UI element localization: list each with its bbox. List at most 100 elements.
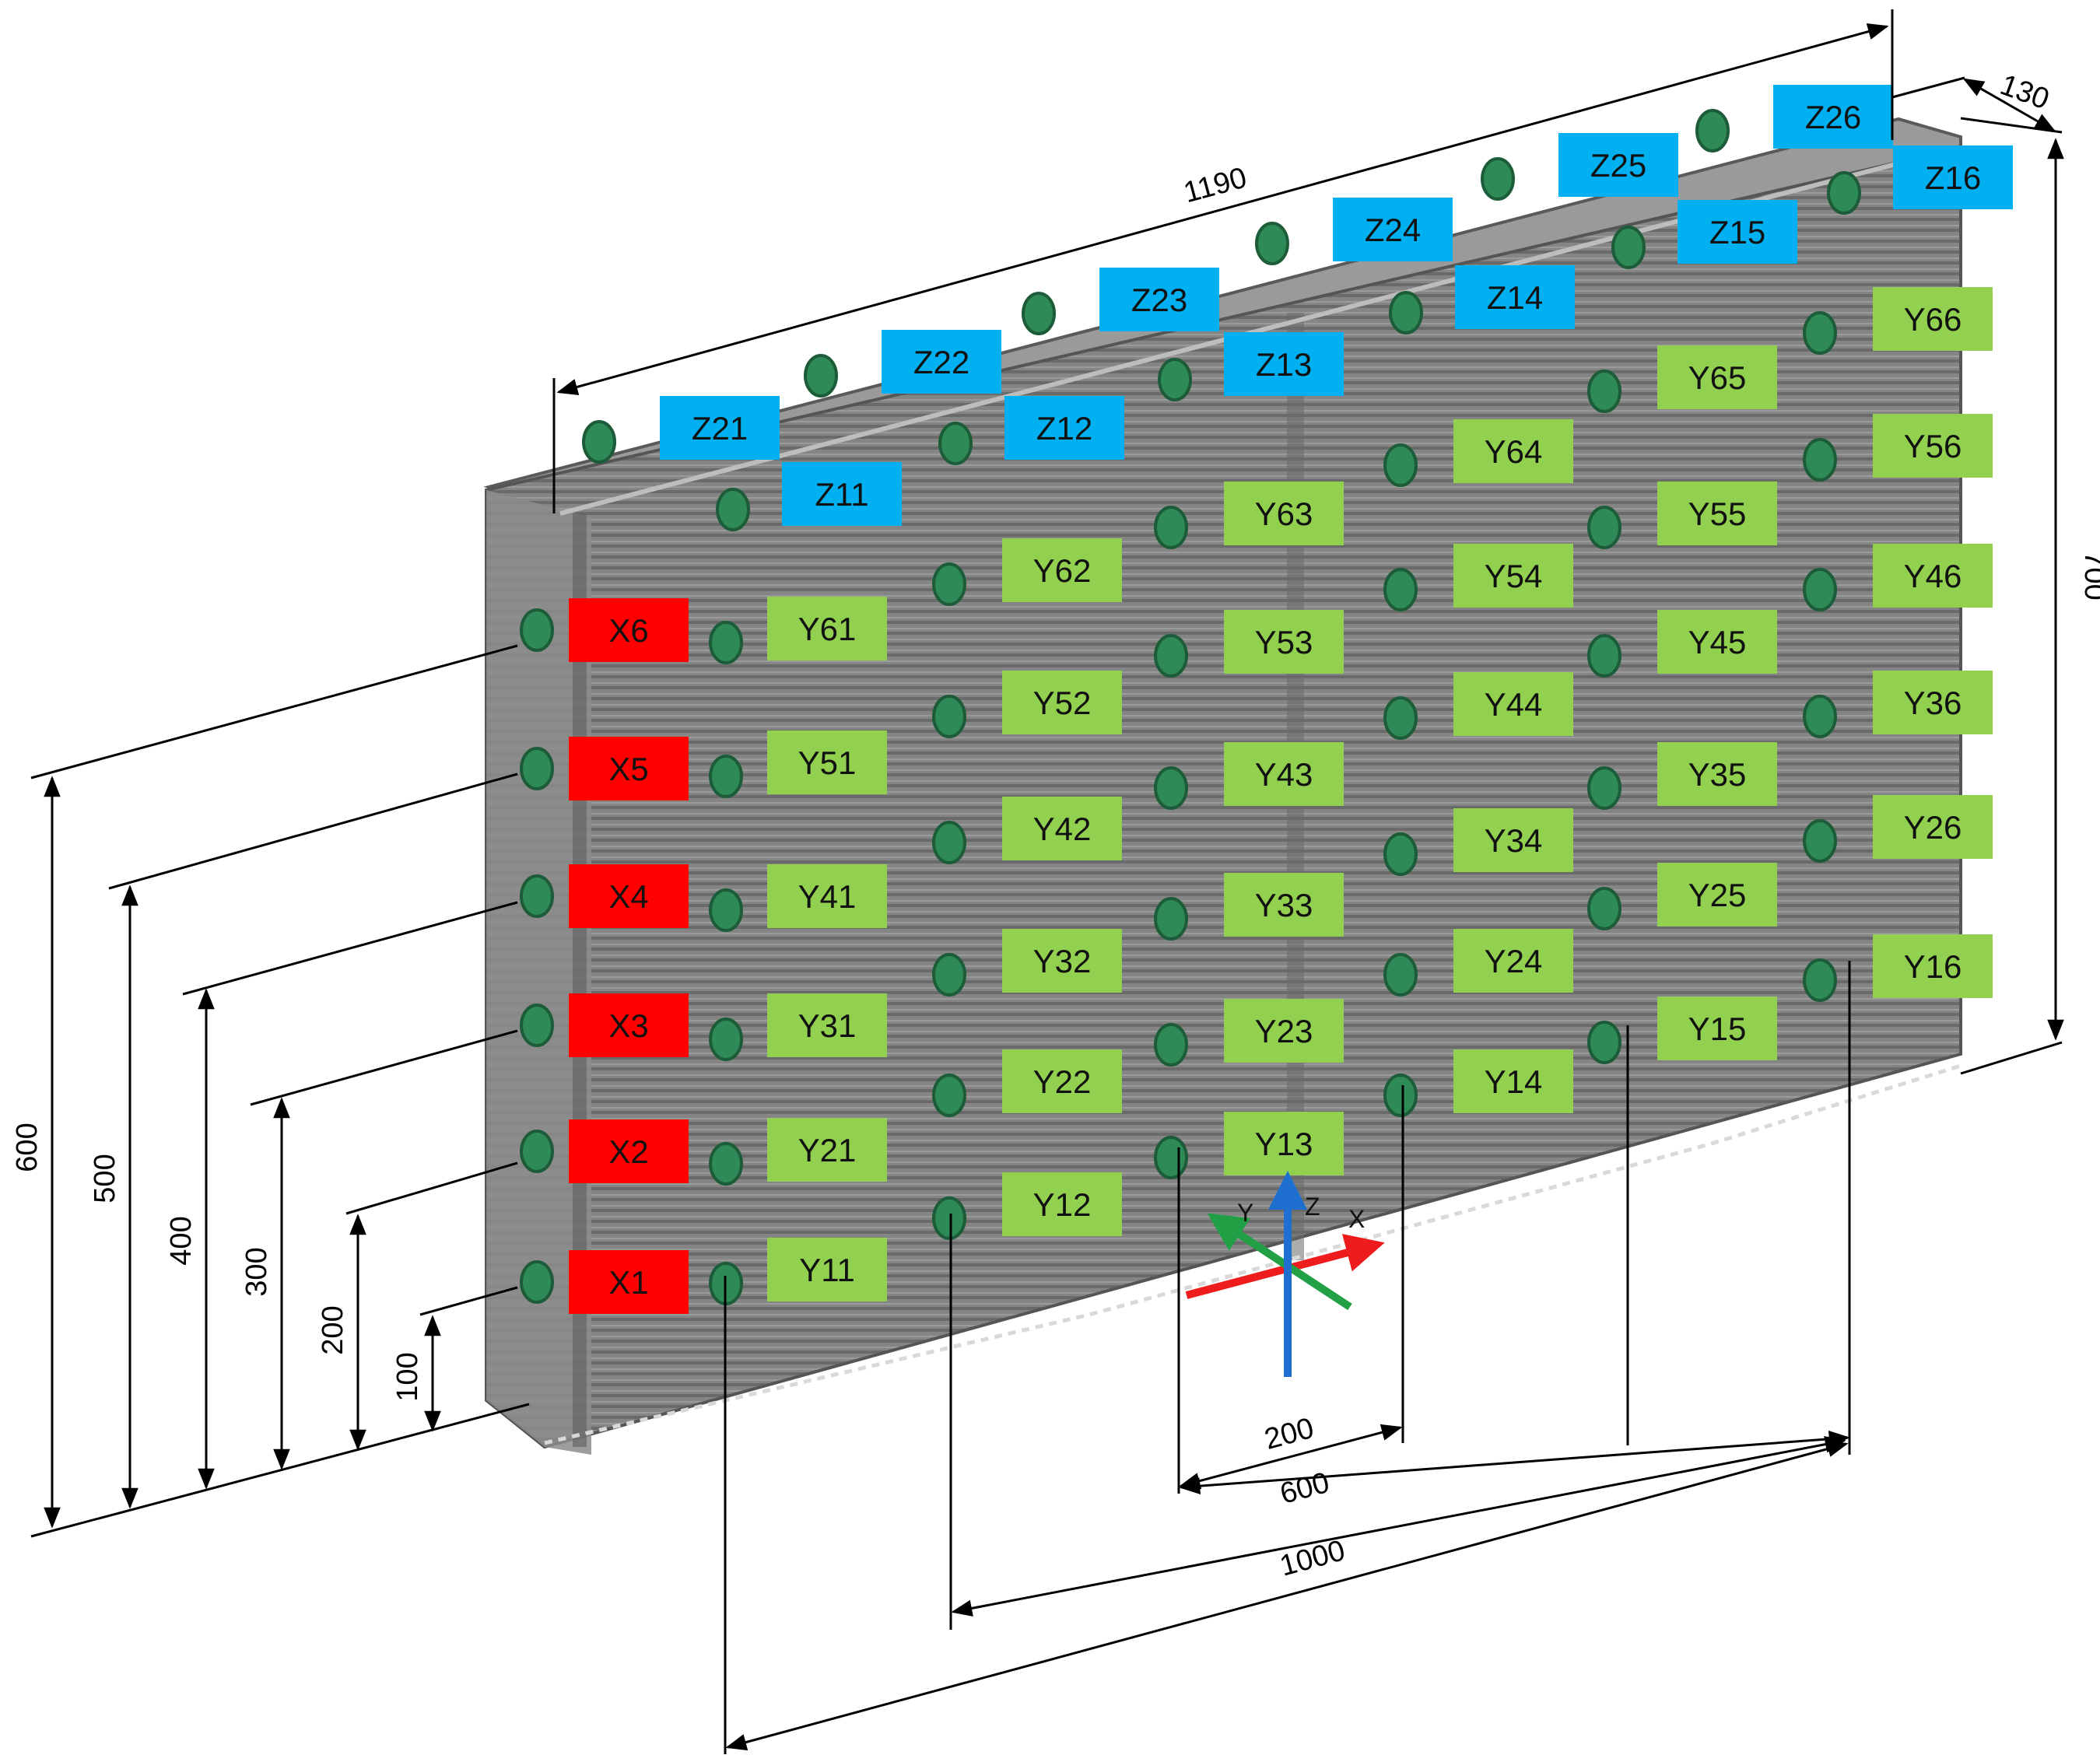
y-sensor-marker-43 bbox=[1154, 766, 1188, 810]
dim-height-500: 500 bbox=[89, 1154, 121, 1203]
z-front-marker-4 bbox=[1389, 291, 1423, 335]
y-sensor-label-33-box bbox=[1224, 873, 1344, 937]
y-sensor-label-41-text: Y41 bbox=[798, 878, 857, 915]
y-sensor-label-53: Y53 bbox=[1224, 610, 1344, 674]
y-sensor-label-44-text: Y44 bbox=[1485, 686, 1543, 723]
y-sensor-label-36-box bbox=[1873, 671, 1993, 734]
y-sensor-marker-64 bbox=[1383, 443, 1418, 487]
z-front-marker-5 bbox=[1611, 226, 1646, 269]
z-front-marker-1 bbox=[716, 488, 750, 531]
dim-bottom-1000: 1000 bbox=[1277, 1534, 1349, 1582]
x-sensor-label-6-text: X6 bbox=[608, 612, 648, 649]
z-front-label-2-box bbox=[1004, 396, 1124, 460]
z-back-marker-3 bbox=[1022, 292, 1056, 335]
y-sensor-label-15-box bbox=[1657, 997, 1777, 1060]
y-sensor-label-51-text: Y51 bbox=[798, 744, 857, 781]
dim-length-1190: 1190 bbox=[1180, 162, 1250, 210]
y-sensor-label-41: Y41 bbox=[767, 864, 887, 928]
y-sensor-label-62-text: Y62 bbox=[1033, 552, 1092, 589]
x-sensor-label-1-box bbox=[569, 1250, 689, 1314]
y-sensor-marker-23 bbox=[1154, 1023, 1188, 1067]
y-sensor-marker-65 bbox=[1587, 370, 1621, 413]
y-sensor-label-21: Y21 bbox=[767, 1118, 887, 1182]
x-sensor-label-3-box bbox=[569, 993, 689, 1057]
y-sensor-label-25: Y25 bbox=[1657, 863, 1777, 927]
z-back-label-4-text: Z24 bbox=[1365, 212, 1421, 248]
dim-height-700: 700 bbox=[2078, 551, 2100, 600]
z-back-label-5-text: Z25 bbox=[1590, 147, 1646, 184]
y-sensor-label-11-box bbox=[767, 1238, 887, 1301]
y-sensor-marker-16 bbox=[1803, 958, 1837, 1002]
x-sensor-label-5-text: X5 bbox=[608, 751, 648, 787]
y-sensor-label-41-box bbox=[767, 864, 887, 928]
x-sensor-label-3-text: X3 bbox=[608, 1007, 648, 1044]
y-sensor-label-14-box bbox=[1453, 1049, 1573, 1113]
dim-height-300: 300 bbox=[240, 1247, 273, 1296]
y-sensor-label-22-box bbox=[1002, 1049, 1122, 1113]
z-front-label-1: Z11 bbox=[782, 462, 902, 526]
axis-y-arrow bbox=[1207, 1213, 1352, 1311]
dim-height-200: 200 bbox=[317, 1305, 349, 1354]
y-sensor-label-13: Y13 bbox=[1224, 1112, 1344, 1175]
y-sensor-label-45-text: Y45 bbox=[1688, 624, 1747, 660]
z-front-label-1-text: Z11 bbox=[815, 476, 868, 513]
z-front-marker-2 bbox=[938, 422, 973, 465]
x-sensor-label-5-box bbox=[569, 737, 689, 800]
y-sensor-label-56-text: Y56 bbox=[1904, 428, 1962, 464]
y-sensor-marker-34 bbox=[1383, 832, 1418, 876]
x-sensor-label-6: X6 bbox=[569, 598, 689, 662]
y-sensor-label-25-text: Y25 bbox=[1688, 877, 1747, 913]
y-sensor-label-56: Y56 bbox=[1873, 414, 1993, 478]
dimension-labels: 1190 130 700 100 200 300 400 500 600 200… bbox=[11, 68, 2100, 1582]
y-sensor-label-64-box bbox=[1453, 419, 1573, 483]
z-front-label-2: Z12 bbox=[1004, 396, 1124, 460]
y-sensor-label-26-text: Y26 bbox=[1904, 809, 1962, 846]
y-sensor-label-42-box bbox=[1002, 797, 1122, 860]
y-sensor-label-21-box bbox=[767, 1118, 887, 1182]
x-sensor-label-2-box bbox=[569, 1119, 689, 1183]
y-sensor-label-32-text: Y32 bbox=[1033, 943, 1092, 979]
y-sensor-label-66-box bbox=[1873, 287, 1993, 351]
z-back-marker-5 bbox=[1481, 157, 1515, 201]
z-front-label-2-text: Z12 bbox=[1036, 410, 1092, 447]
y-sensor-label-43-box bbox=[1224, 742, 1344, 806]
dim-height-100: 100 bbox=[391, 1352, 424, 1401]
y-sensor-marker-56 bbox=[1803, 438, 1837, 482]
x-sensor-label-4: X4 bbox=[569, 864, 689, 928]
y-sensor-label-13-text: Y13 bbox=[1255, 1126, 1313, 1162]
y-sensor-label-24: Y24 bbox=[1453, 929, 1573, 993]
y-sensor-marker-25 bbox=[1587, 887, 1621, 930]
y-sensor-marker-54 bbox=[1383, 568, 1418, 611]
y-sensor-label-33: Y33 bbox=[1224, 873, 1344, 937]
y-sensor-label-54-text: Y54 bbox=[1485, 558, 1543, 594]
y-sensor-marker-45 bbox=[1587, 634, 1621, 678]
y-sensor-label-23-box bbox=[1224, 999, 1344, 1063]
y-sensor-label-54-box bbox=[1453, 544, 1573, 608]
y-sensor-marker-52 bbox=[932, 695, 966, 738]
z-front-label-4: Z14 bbox=[1455, 265, 1575, 329]
y-sensor-label-36-text: Y36 bbox=[1904, 685, 1962, 721]
y-sensor-marker-13 bbox=[1154, 1136, 1188, 1179]
x-sensor-marker-4 bbox=[520, 874, 554, 918]
y-sensor-label-26: Y26 bbox=[1873, 795, 1993, 859]
z-back-label-5: Z25 bbox=[1558, 133, 1678, 197]
x-sensor-label-5: X5 bbox=[569, 737, 689, 800]
y-sensor-label-46-box bbox=[1873, 544, 1993, 608]
y-sensor-label-31: Y31 bbox=[767, 993, 887, 1057]
y-sensor-label-36: Y36 bbox=[1873, 671, 1993, 734]
y-sensor-label-51: Y51 bbox=[767, 730, 887, 794]
y-sensor-label-54: Y54 bbox=[1453, 544, 1573, 608]
y-sensor-label-55: Y55 bbox=[1657, 482, 1777, 545]
y-sensor-marker-55 bbox=[1587, 506, 1621, 549]
z-back-label-3-text: Z23 bbox=[1131, 282, 1187, 318]
y-sensor-label-11-text: Y11 bbox=[799, 1252, 855, 1288]
y-sensor-label-53-box bbox=[1224, 610, 1344, 674]
y-sensor-label-46: Y46 bbox=[1873, 544, 1993, 608]
y-sensor-marker-31 bbox=[709, 1018, 743, 1061]
y-sensor-label-56-box bbox=[1873, 414, 1993, 478]
z-front-label-4-text: Z14 bbox=[1487, 279, 1543, 316]
x-sensor-label-4-box bbox=[569, 864, 689, 928]
y-sensor-label-64: Y64 bbox=[1453, 419, 1573, 483]
z-back-marker-4 bbox=[1255, 222, 1289, 265]
y-sensor-label-51-box bbox=[767, 730, 887, 794]
